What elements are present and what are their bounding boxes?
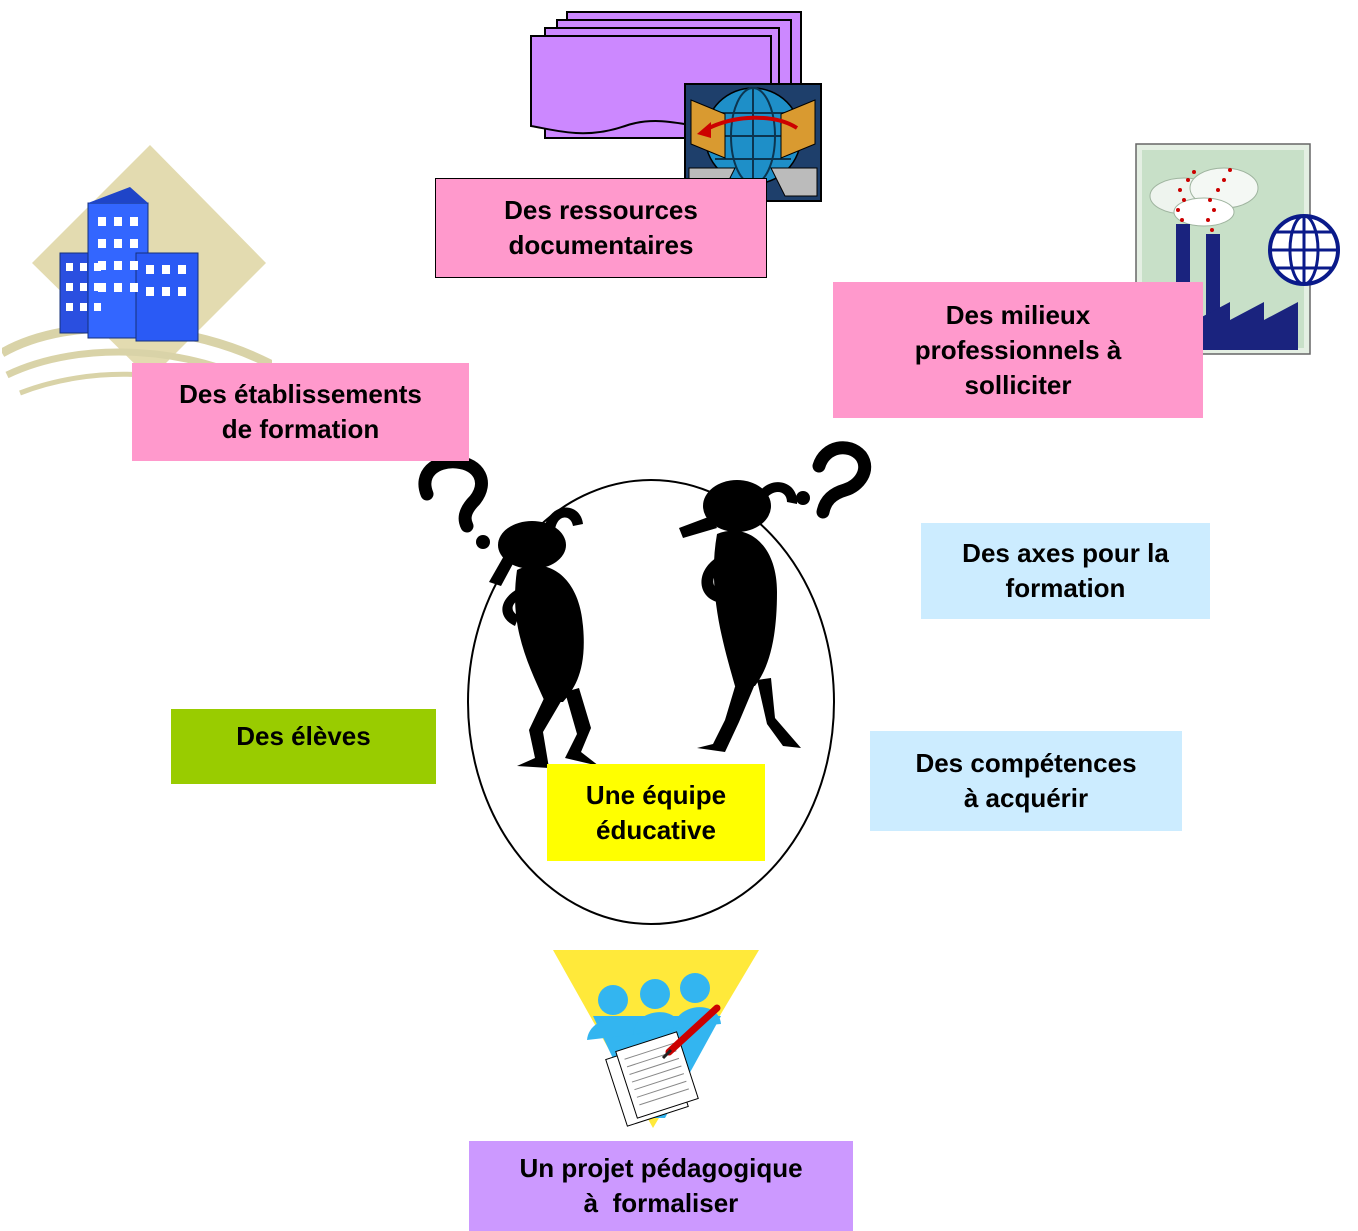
ressources-line-1: Des ressources — [504, 195, 698, 225]
documents-globe-icon — [530, 11, 822, 202]
equipe-line-1: Une équipe — [585, 779, 727, 810]
etablissements-line-1: Des établissements — [179, 379, 422, 409]
eleves-box: Des élèves — [171, 709, 436, 784]
ressources-line-2: documentaires — [508, 230, 694, 260]
projet-line-1: Un projet pédagogique — [519, 1153, 803, 1183]
projet-pedagogique-box: Un projet pédagogique à formaliser — [469, 1141, 853, 1231]
milieux-line-2: professionnels à — [914, 334, 1122, 365]
factory-globe-icon — [1135, 143, 1340, 355]
milieux-professionnels-box: Des milieux professionnels à solliciter — [833, 282, 1203, 418]
ressources-documentaires-box: Des ressources documentaires — [435, 178, 767, 278]
milieux-line-3: solliciter — [964, 369, 1072, 400]
etablissements-line-2: de formation — [221, 414, 380, 444]
milieux-line-1: Des milieux — [945, 299, 1091, 330]
competences-box: Des compétences à acquérir — [870, 731, 1182, 831]
competences-line-2: à acquérir — [963, 783, 1089, 813]
meeting-notes-icon — [553, 950, 759, 1128]
competences-line-1: Des compétences — [915, 748, 1137, 778]
equipe-educative-box: Une équipe éducative — [547, 764, 765, 861]
axes-formation-box: Des axes pour la formation — [921, 523, 1210, 619]
eleves-line-1: Des élèves — [236, 721, 371, 751]
etablissements-formation-box: Des établissements de formation — [132, 363, 469, 461]
equipe-line-2: éducative — [596, 814, 716, 845]
axes-line-2: formation — [1005, 573, 1126, 603]
projet-line-2: à formaliser — [583, 1188, 739, 1218]
axes-line-1: Des axes pour la — [962, 538, 1169, 568]
